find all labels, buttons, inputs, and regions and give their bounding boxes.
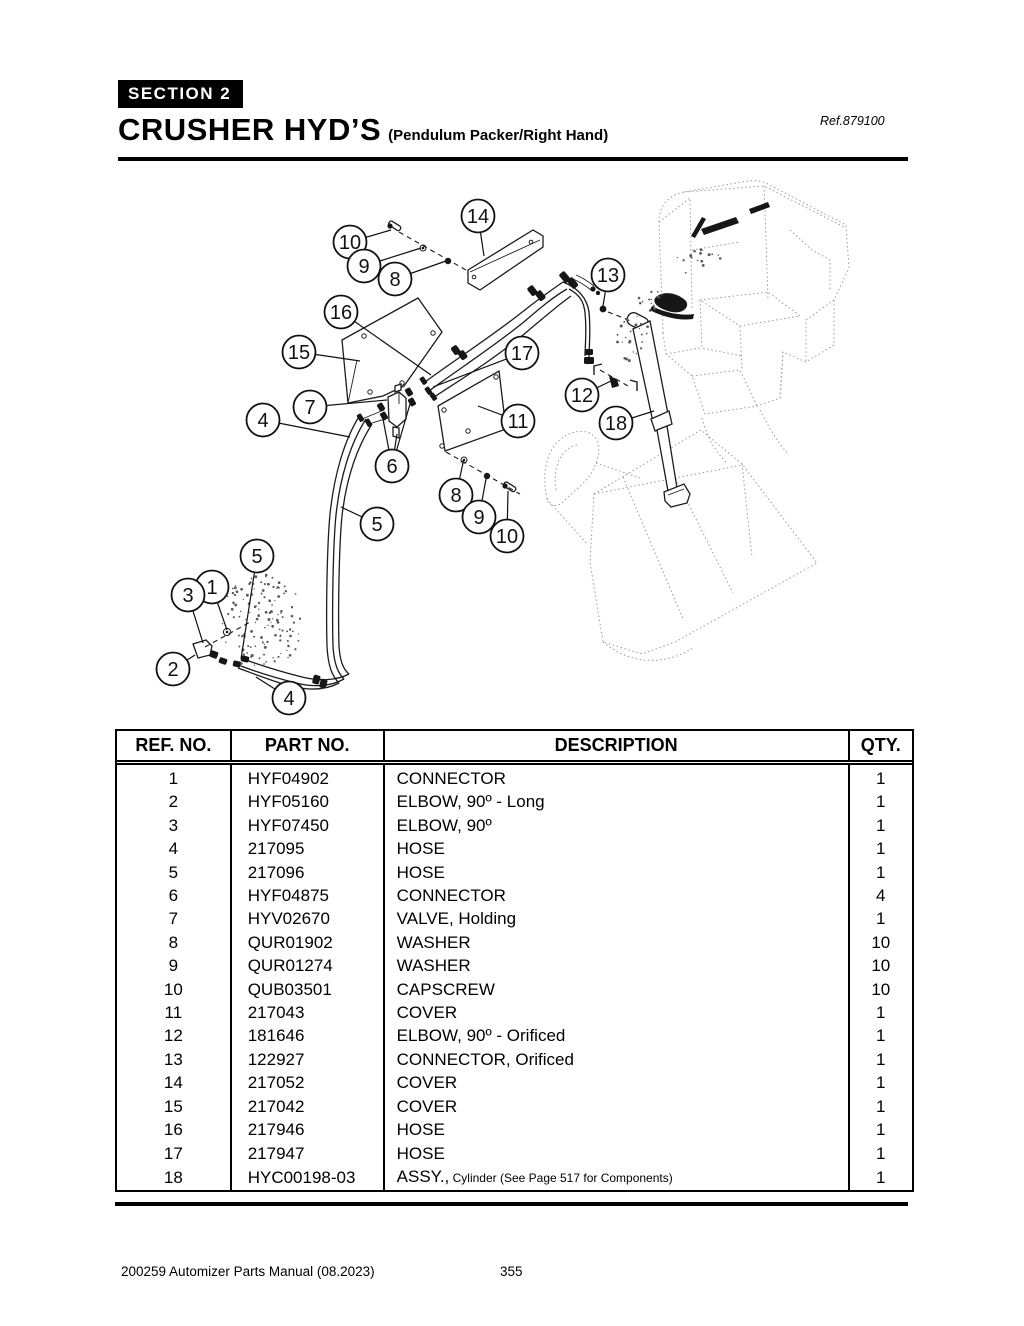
callout-8: 8	[438, 477, 474, 513]
callout-18: 18	[598, 405, 634, 441]
svg-text:13: 13	[597, 265, 619, 287]
machine-cab-outline	[658, 180, 850, 463]
callout-16: 16	[323, 294, 359, 330]
svg-text:7: 7	[304, 397, 315, 419]
callout-11: 11	[500, 403, 536, 439]
svg-text:18: 18	[605, 413, 627, 435]
callout-10: 10	[489, 518, 525, 554]
title-line: CRUSHER HYD’S (Pendulum Packer/Right Hand…	[118, 112, 608, 148]
svg-text:12: 12	[571, 385, 593, 407]
svg-text:9: 9	[473, 507, 484, 529]
callout-4: 4	[271, 680, 307, 716]
col-header-description: DESCRIPTION	[382, 731, 849, 765]
dotted-texture	[221, 248, 722, 666]
description-note: Cylinder (See Page 517 for Components)	[449, 1170, 673, 1185]
section-badge: SECTION 2	[118, 80, 244, 108]
svg-text:4: 4	[283, 688, 294, 710]
callout-13: 13	[590, 257, 626, 293]
callout-5: 5	[359, 506, 395, 542]
header-rule	[118, 157, 908, 161]
svg-text:11: 11	[508, 411, 529, 433]
footer-page-number: 355	[500, 1264, 523, 1279]
callout-3: 3	[170, 577, 206, 613]
callout-6: 6	[374, 448, 410, 484]
svg-text:5: 5	[251, 546, 262, 568]
callout-9: 9	[461, 499, 497, 535]
cab-dark-marks	[650, 202, 770, 320]
svg-text:1: 1	[206, 577, 217, 599]
cover-panels	[341, 229, 544, 452]
machine-frame-outline	[544, 429, 818, 661]
svg-text:10: 10	[496, 526, 518, 548]
callout-7: 7	[292, 389, 328, 425]
col-header-qty: QTY.	[847, 731, 912, 765]
alignment-dashes	[204, 311, 638, 648]
svg-text:6: 6	[386, 456, 397, 478]
hose-clamps	[312, 271, 579, 689]
callout-15: 15	[281, 334, 317, 370]
svg-text:5: 5	[371, 514, 382, 536]
callout-17: 17	[504, 335, 540, 371]
hose-fittings	[192, 286, 619, 668]
svg-text:3: 3	[182, 585, 193, 607]
svg-text:8: 8	[450, 485, 461, 507]
svg-text:16: 16	[330, 302, 352, 324]
page-subtitle: (Pendulum Packer/Right Hand)	[388, 127, 609, 144]
holding-valve	[387, 383, 407, 439]
callout-4: 4	[245, 402, 281, 438]
col-header-ref: REF. NO.	[117, 731, 231, 765]
callout-5: 5	[239, 538, 275, 574]
page-title: CRUSHER HYD’S	[118, 112, 382, 147]
svg-text:8: 8	[389, 269, 400, 291]
callout-2: 2	[155, 651, 191, 687]
svg-text:14: 14	[467, 206, 489, 228]
svg-text:15: 15	[288, 342, 310, 364]
footer-rule	[115, 1202, 908, 1206]
callout-9: 9	[346, 248, 382, 284]
svg-text:2: 2	[167, 659, 178, 681]
footer-manual-info: 200259 Automizer Parts Manual (08.2023)	[121, 1264, 375, 1279]
svg-text:17: 17	[511, 343, 533, 365]
svg-text:10: 10	[339, 232, 361, 254]
svg-text:4: 4	[257, 410, 268, 432]
svg-text:9: 9	[358, 256, 369, 278]
table-header-row: REF. NO. PART NO. DESCRIPTION QTY.	[117, 731, 912, 765]
callout-8: 8	[377, 261, 413, 297]
cylinder-assembly	[626, 312, 691, 508]
reference-number: Ref.879100	[820, 114, 885, 128]
callout-14: 14	[460, 198, 496, 234]
callout-12: 12	[564, 377, 600, 413]
callout-leaders	[172, 215, 655, 699]
fasteners-bottom	[445, 451, 521, 495]
col-header-part: PART NO.	[229, 731, 384, 765]
